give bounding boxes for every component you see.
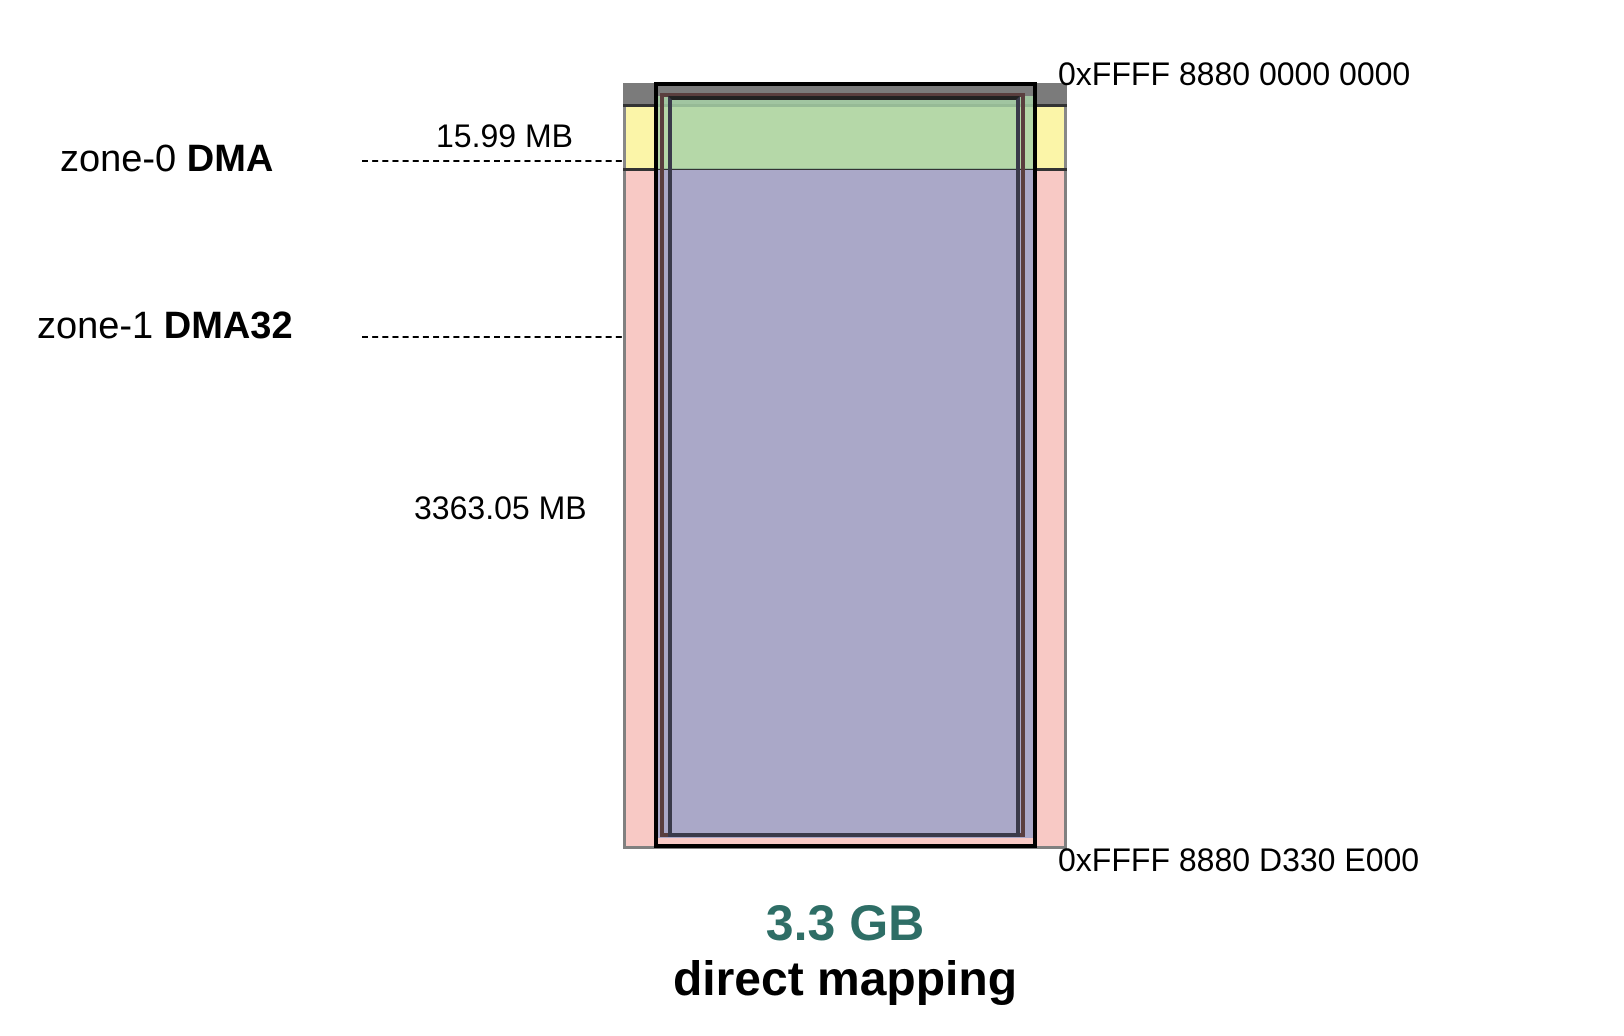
mapping-outer-frame [654,82,1037,848]
mapping-inner-frame [668,96,1020,837]
end-address: 0xFFFF 8880 D330 E000 [1058,842,1420,878]
zone-1-size: 3363.05 MB [414,490,587,526]
zone-0-size: 15.99 MB [436,118,573,154]
zone-0-prefix: zone-0 [60,138,177,180]
zone-1-prefix: zone-1 [37,305,154,347]
caption-description: direct mapping [672,953,1018,1006]
start-address: 0xFFFF 8880 0000 0000 [1058,56,1411,92]
zone-0-name: DMA [186,138,274,180]
caption-size: 3.3 GB [765,895,925,951]
zone-1-label: zone-1 DMA32 [37,305,293,348]
mapping-region [655,170,1035,838]
zone-1-name: DMA32 [163,305,293,347]
zone-0-leader-line [362,160,632,162]
mapping-overlay-dma [655,96,1035,169]
zone-separator-middle [623,168,1067,171]
zone-0-label: zone-0 DMA [60,138,273,181]
zone-1-leader-line [362,336,632,338]
